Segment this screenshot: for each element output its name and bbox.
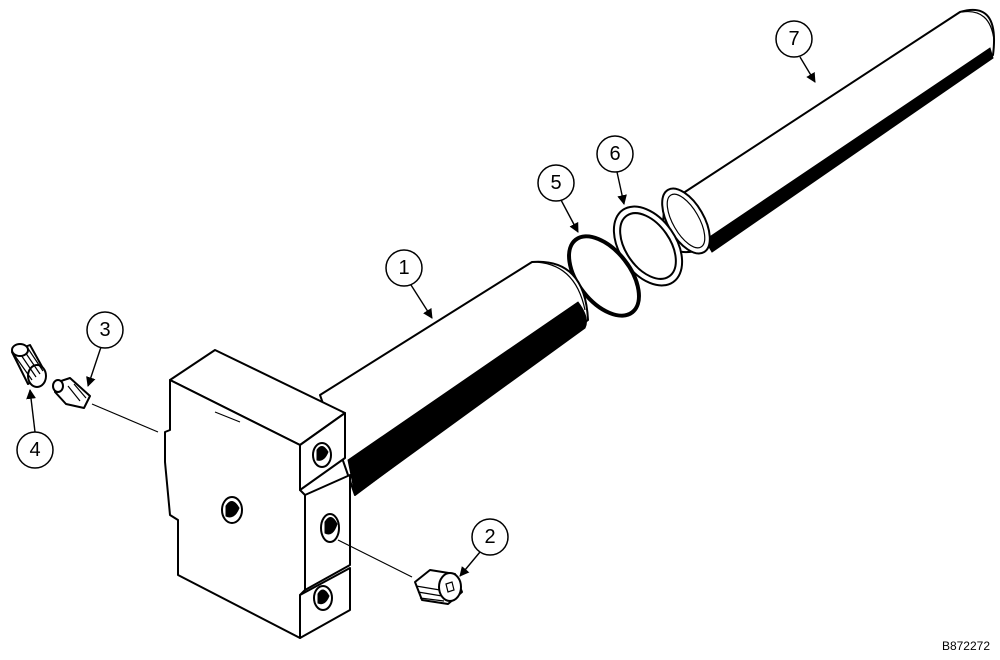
- callout-3: 3: [86, 311, 124, 349]
- sleeve-part: [661, 8, 995, 255]
- callout-7-label: 7: [788, 28, 799, 50]
- callout-2-label: 2: [484, 526, 495, 548]
- callout-2: 2: [471, 518, 509, 556]
- pin-shaft-part: [319, 260, 589, 496]
- figure-code: B872272: [942, 639, 990, 653]
- callout-4-label: 4: [29, 439, 40, 461]
- callout-6: 6: [596, 135, 634, 173]
- pin-block-part: [164, 349, 351, 639]
- cap-part: [11, 343, 47, 388]
- callout-1: 1: [385, 249, 423, 287]
- callout-7: 7: [775, 20, 813, 58]
- plug-part: [414, 569, 463, 605]
- callout-4: 4: [16, 431, 54, 469]
- grease-fitting-part: [52, 377, 91, 409]
- callout-6-label: 6: [609, 143, 620, 165]
- callout-1-label: 1: [398, 257, 409, 279]
- callout-5: 5: [537, 164, 575, 202]
- leader-lines: [26, 56, 816, 578]
- callout-5-label: 5: [550, 172, 561, 194]
- callout-3-label: 3: [99, 319, 110, 341]
